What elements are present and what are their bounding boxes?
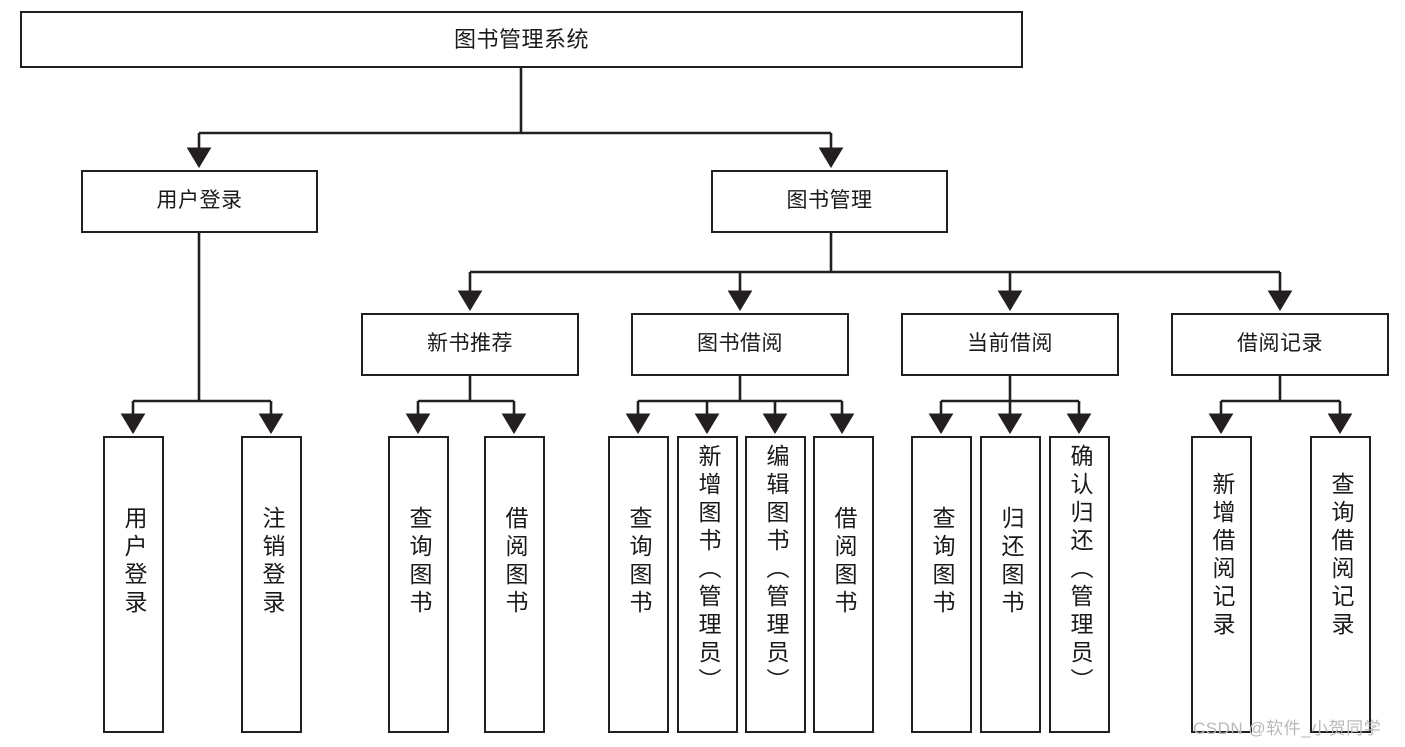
leaf-logout[interactable]: 注销登录 bbox=[241, 436, 302, 733]
node-current-borrow[interactable]: 当前借阅 bbox=[901, 313, 1119, 376]
node-label: 新增借阅记录 bbox=[1209, 472, 1235, 640]
node-label: 图书管理系统 bbox=[453, 26, 589, 52]
node-label: 用户登录 bbox=[156, 189, 243, 213]
node-book-management[interactable]: 图书管理 bbox=[711, 170, 948, 233]
node-label: 查询图书 bbox=[626, 506, 652, 618]
leaf-query-borrow-record[interactable]: 查询借阅记录 bbox=[1310, 436, 1371, 733]
node-label: 新增图书（管理员） bbox=[695, 444, 721, 696]
node-user-login[interactable]: 用户登录 bbox=[81, 170, 318, 233]
node-label: 确认归还（管理员） bbox=[1067, 444, 1093, 696]
node-root-system[interactable]: 图书管理系统 bbox=[20, 11, 1023, 68]
node-label: 图书管理 bbox=[786, 189, 873, 213]
node-new-book-recommend[interactable]: 新书推荐 bbox=[361, 313, 579, 376]
leaf-return-book[interactable]: 归还图书 bbox=[980, 436, 1041, 733]
leaf-query-book-current[interactable]: 查询图书 bbox=[911, 436, 972, 733]
node-label: 当前借阅 bbox=[967, 332, 1053, 356]
leaf-query-book-borrow[interactable]: 查询图书 bbox=[608, 436, 669, 733]
node-label: 借阅图书 bbox=[502, 506, 528, 618]
node-label: 借阅记录 bbox=[1237, 332, 1323, 356]
leaf-query-book-recommend[interactable]: 查询图书 bbox=[388, 436, 449, 733]
leaf-add-book-admin[interactable]: 新增图书（管理员） bbox=[677, 436, 738, 733]
leaf-confirm-return-admin[interactable]: 确认归还（管理员） bbox=[1049, 436, 1110, 733]
node-label: 查询图书 bbox=[406, 506, 432, 618]
node-label: 用户登录 bbox=[121, 506, 147, 618]
node-label: 图书借阅 bbox=[697, 332, 783, 356]
csdn-watermark: CSDN @软件_小贺同学 bbox=[1193, 719, 1382, 738]
node-label: 查询借阅记录 bbox=[1328, 472, 1354, 640]
leaf-borrow-book-borrow[interactable]: 借阅图书 bbox=[813, 436, 874, 733]
node-label: 归还图书 bbox=[998, 506, 1024, 618]
leaf-borrow-book-recommend[interactable]: 借阅图书 bbox=[484, 436, 545, 733]
node-label: 新书推荐 bbox=[427, 332, 513, 356]
node-label: 借阅图书 bbox=[831, 506, 857, 618]
node-borrow-record[interactable]: 借阅记录 bbox=[1171, 313, 1389, 376]
node-book-borrow[interactable]: 图书借阅 bbox=[631, 313, 849, 376]
node-label: 注销登录 bbox=[259, 506, 285, 618]
node-label: 查询图书 bbox=[929, 506, 955, 618]
node-label: 编辑图书（管理员） bbox=[763, 444, 789, 696]
leaf-add-borrow-record[interactable]: 新增借阅记录 bbox=[1191, 436, 1252, 733]
leaf-user-login[interactable]: 用户登录 bbox=[103, 436, 164, 733]
leaf-edit-book-admin[interactable]: 编辑图书（管理员） bbox=[745, 436, 806, 733]
